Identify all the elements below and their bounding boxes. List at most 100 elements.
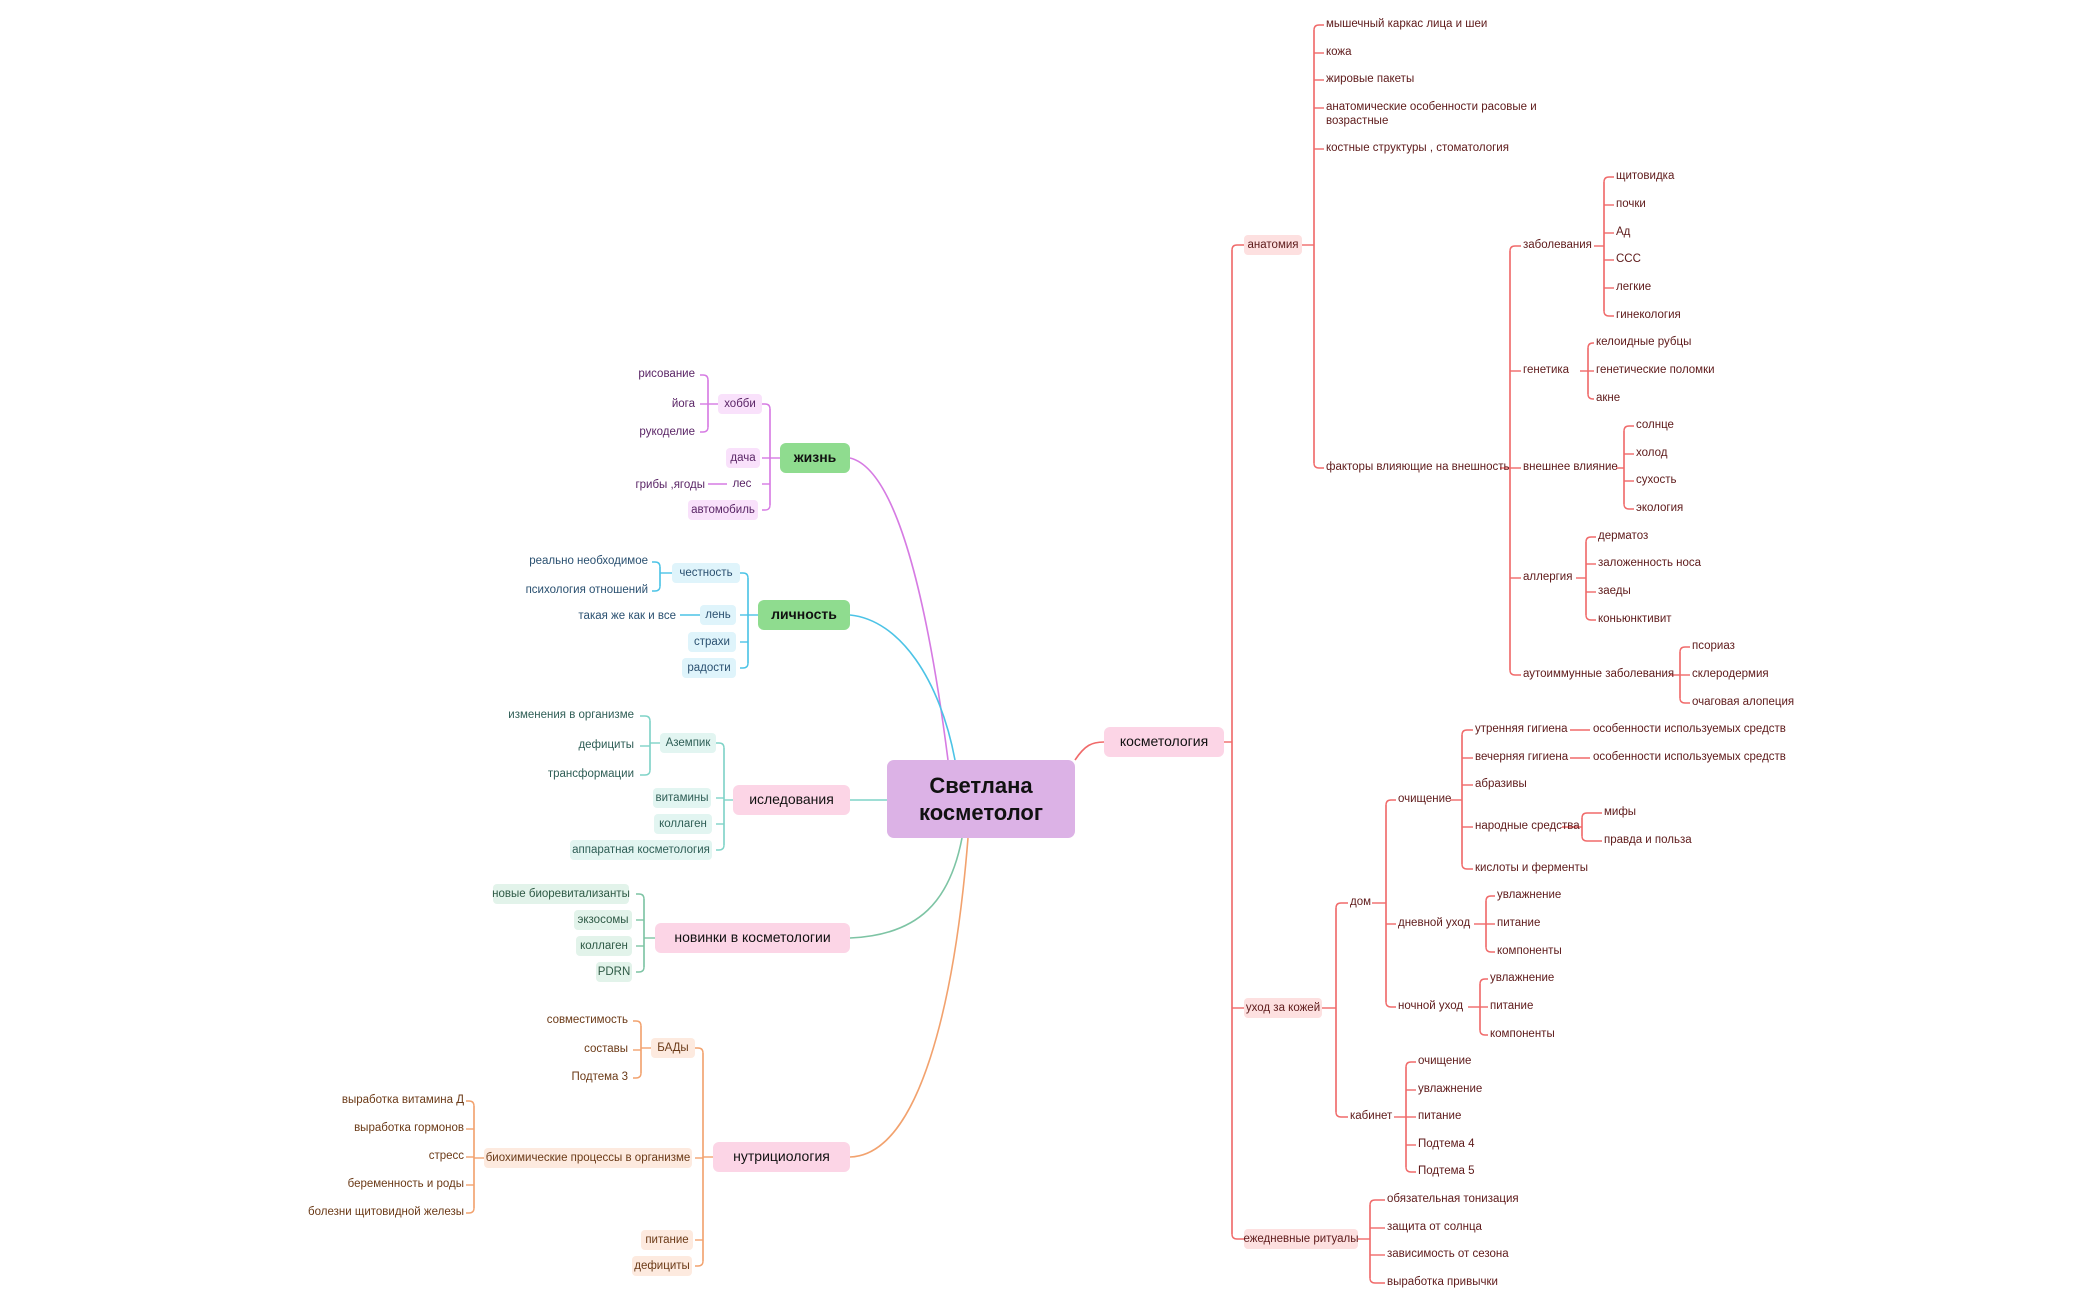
cos-cabinet-cleansing[interactable]: очищение [1418,1055,1472,1067]
branch-research[interactable]: иследования [733,785,850,815]
nutrition-bads-compatibility[interactable]: совместимость [546,1014,628,1026]
personality-fears[interactable]: страхи [688,632,736,652]
nutrition-bio[interactable]: биохимические процессы в организме [484,1148,692,1168]
novelties-pdrn[interactable]: PDRN [596,962,632,982]
cos-diseases-gyn[interactable]: гинекология [1616,309,1681,321]
novelties-biorevitalizants[interactable]: новые биоревитализанты [492,884,630,904]
research-collagen[interactable]: коллаген [654,814,712,834]
branch-novelties[interactable]: новинки в косметологии [655,923,850,953]
cos-allergy[interactable]: аллергия [1523,571,1573,583]
research-apparatus[interactable]: аппаратная косметология [570,840,712,860]
cos-autoimmune-alopecia[interactable]: очаговая алопеция [1692,696,1795,708]
cos-autoimmune[interactable]: аутоиммунные заболевания [1523,668,1675,680]
research-azempik-transformations[interactable]: трансформации [547,768,634,780]
cos-acids[interactable]: кислоты и ферменты [1475,862,1588,874]
cos-genetics-keloid[interactable]: келоидные рубцы [1596,336,1692,348]
research-vitamins[interactable]: витамины [653,788,711,808]
cos-evening[interactable]: вечерняя гигиена [1475,751,1569,763]
cos-anatomy-muscles[interactable]: мышечный каркас лица и шеи [1326,18,1488,30]
cos-anatomy-bones[interactable]: костные структуры , стоматология [1326,142,1509,154]
life-forest[interactable]: лес [727,474,757,494]
cos-rituals-habit[interactable]: выработка привычки [1387,1276,1498,1288]
cos-cabinet-sub5[interactable]: Подтема 5 [1418,1165,1475,1177]
cos-cabinet-sub4[interactable]: Подтема 4 [1418,1138,1475,1150]
cos-diseases-thyroid[interactable]: щитовидка [1616,170,1675,182]
cos-morning[interactable]: утренняя гигиена [1475,723,1568,735]
novelties-exosomes[interactable]: экзосомы [574,910,632,930]
nutrition-bio-thyroid[interactable]: болезни щитовидной железы [308,1206,464,1218]
cos-cabinet-moist[interactable]: увлажнение [1418,1083,1483,1095]
cos-cabinet-food[interactable]: питание [1418,1110,1462,1122]
research-azempik-deficits[interactable]: дефициты [578,739,634,751]
branch-life[interactable]: жизнь [780,443,850,473]
cos-genetics-breaks[interactable]: генетические поломки [1596,364,1715,376]
life-dacha[interactable]: дача [726,448,760,468]
personality-honesty-psychology[interactable]: психология отношений [525,584,648,596]
cos-external-sun[interactable]: солнце [1636,419,1674,431]
life-car[interactable]: автомобиль [688,500,758,520]
cos-anatomy-skin[interactable]: кожа [1326,46,1352,58]
personality-honesty[interactable]: честность [672,563,740,583]
cos-diseases-lungs[interactable]: легкие [1616,281,1652,293]
cos-factors[interactable]: факторы влияющие на внешность [1326,461,1510,473]
cos-diseases[interactable]: заболевания [1523,239,1592,251]
nutrition-bio-stress[interactable]: стресс [428,1150,464,1162]
cos-diseases-kidneys[interactable]: почки [1616,198,1646,210]
cos-allergy-conjunctivitis[interactable]: коньюнктивит [1598,613,1672,625]
cos-allergy-nose[interactable]: заложенность носа [1598,557,1702,569]
nutrition-bads[interactable]: БАДы [651,1038,695,1058]
cos-day-moist[interactable]: увлажнение [1497,889,1562,901]
cos-external-dry[interactable]: сухость [1636,474,1677,486]
cos-folk[interactable]: народные средства [1475,820,1580,832]
cos-autoimmune-scleroderma[interactable]: склеродермия [1692,668,1769,680]
cos-autoimmune-psoriasis[interactable]: псориаз [1692,640,1735,652]
nutrition-food[interactable]: питание [641,1230,693,1250]
cos-genetics[interactable]: генетика [1523,364,1570,376]
research-azempik[interactable]: Аземпик [660,733,716,753]
branch-cosmetology[interactable]: косметология [1104,727,1224,757]
cos-anatomy-fat[interactable]: жировые пакеты [1326,73,1415,85]
personality-honesty-necessary[interactable]: реально необходимое [529,555,648,567]
cos-folk-truth[interactable]: правда и польза [1604,834,1692,846]
life-hobby-drawing[interactable]: рисование [638,368,695,380]
cos-external-ecology[interactable]: экология [1636,502,1684,514]
cos-night-moist[interactable]: увлажнение [1490,972,1555,984]
cos-day[interactable]: дневной уход [1398,917,1471,929]
cos-day-food[interactable]: питание [1497,917,1541,929]
cos-external[interactable]: внешнее влияние [1523,461,1618,473]
cos-rituals[interactable]: ежедневные ритуалы [1243,1229,1359,1249]
nutrition-bio-vitd[interactable]: выработка витамина Д [341,1094,464,1106]
novelties-collagen[interactable]: коллаген [576,936,632,956]
life-hobby-yoga[interactable]: йога [671,398,695,410]
cos-rituals-toning[interactable]: обязательная тонизация [1387,1193,1519,1205]
life-forest-mushrooms[interactable]: грибы ,ягоды [635,479,705,491]
cos-night-components[interactable]: компоненты [1490,1028,1555,1040]
cos-cleansing[interactable]: очищение [1398,793,1452,805]
cos-rituals-sun[interactable]: защита от солнца [1387,1221,1482,1233]
nutrition-bio-pregnancy[interactable]: беременность и роды [347,1178,464,1190]
cos-allergy-dermatosis[interactable]: дерматоз [1598,530,1649,542]
research-azempik-changes[interactable]: изменения в организме [508,709,634,721]
personality-joys[interactable]: радости [682,658,736,678]
nutrition-bio-hormones[interactable]: выработка гормонов [354,1122,464,1134]
life-hobby[interactable]: хобби [718,394,762,414]
cos-external-cold[interactable]: холод [1636,447,1668,459]
nutrition-bads-compositions[interactable]: составы [584,1043,628,1055]
personality-laziness[interactable]: лень [700,605,736,625]
cos-abrasives[interactable]: абразивы [1475,778,1527,790]
cos-rituals-season[interactable]: зависимость от сезона [1387,1248,1509,1260]
cos-genetics-acne[interactable]: акне [1596,392,1621,404]
cos-day-components[interactable]: компоненты [1497,945,1562,957]
nutrition-bads-subtopic3[interactable]: Подтема 3 [571,1071,628,1083]
cos-cabinet[interactable]: кабинет [1350,1110,1393,1122]
cos-anatomy-race-age[interactable]: анатомические особенности расовые и возр… [1326,101,1537,128]
cos-night-food[interactable]: питание [1490,1000,1534,1012]
cos-morning-note[interactable]: особенности используемых средств [1593,723,1786,735]
life-hobby-needlework[interactable]: рукоделие [639,426,695,438]
branch-nutrition[interactable]: нутрициология [713,1142,850,1172]
nutrition-deficits[interactable]: дефициты [632,1256,692,1276]
cos-diseases-ad[interactable]: Ад [1616,226,1631,238]
cos-allergy-zaedy[interactable]: заеды [1598,585,1631,597]
cos-evening-note[interactable]: особенности используемых средств [1593,751,1786,763]
